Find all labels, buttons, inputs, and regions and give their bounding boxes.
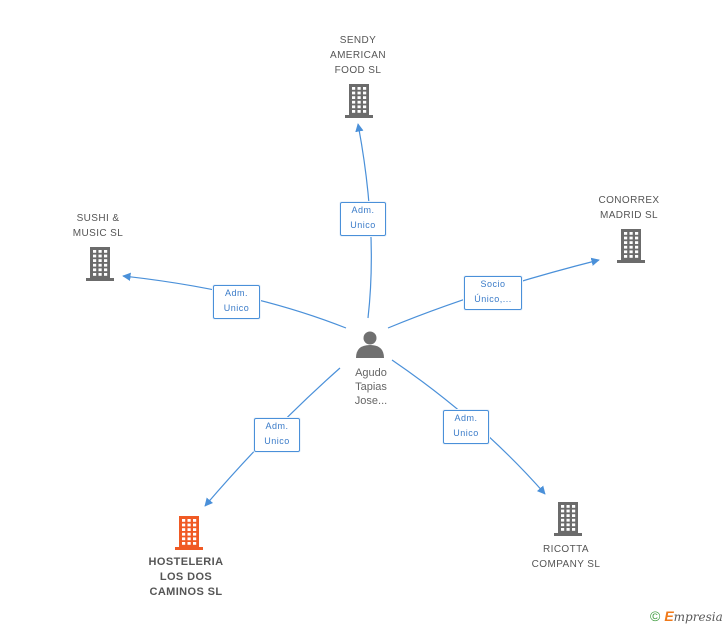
relation-box-sushi[interactable]: Adm. Unico — [213, 285, 260, 319]
company-label-hosteleria[interactable]: HOSTELERIA LOS DOS CAMINOS SL — [148, 556, 224, 598]
building-icon-hosteleria[interactable] — [175, 516, 203, 550]
center-person-label: Agudo Tapias Jose... — [354, 367, 388, 407]
building-icon-sendy[interactable] — [345, 84, 373, 118]
relation-box-conorrex[interactable]: Socio Único,... — [464, 276, 522, 310]
footer-brand: ©Empresia — [650, 608, 723, 624]
company-label-ricotta[interactable]: RICOTTA COMPANY SL — [531, 544, 601, 570]
copyright-icon: © — [650, 608, 661, 624]
company-label-sendy[interactable]: SENDY AMERICAN FOOD SL — [330, 35, 386, 76]
building-icon-sushi[interactable] — [86, 247, 114, 281]
brand-logo-letter: E — [664, 608, 674, 624]
building-icon-conorrex[interactable] — [617, 229, 645, 263]
company-label-sushi[interactable]: SUSHI & MUSIC SL — [72, 213, 124, 239]
relation-box-ricotta[interactable]: Adm. Unico — [443, 410, 489, 444]
building-icon-ricotta[interactable] — [554, 502, 582, 536]
relation-box-sendy[interactable]: Adm. Unico — [340, 202, 386, 236]
person-icon[interactable] — [356, 331, 384, 359]
brand-logo-text: mpresia — [673, 610, 723, 624]
company-label-conorrex[interactable]: CONORREX MADRID SL — [598, 195, 660, 221]
relation-box-hosteleria[interactable]: Adm. Unico — [254, 418, 300, 452]
